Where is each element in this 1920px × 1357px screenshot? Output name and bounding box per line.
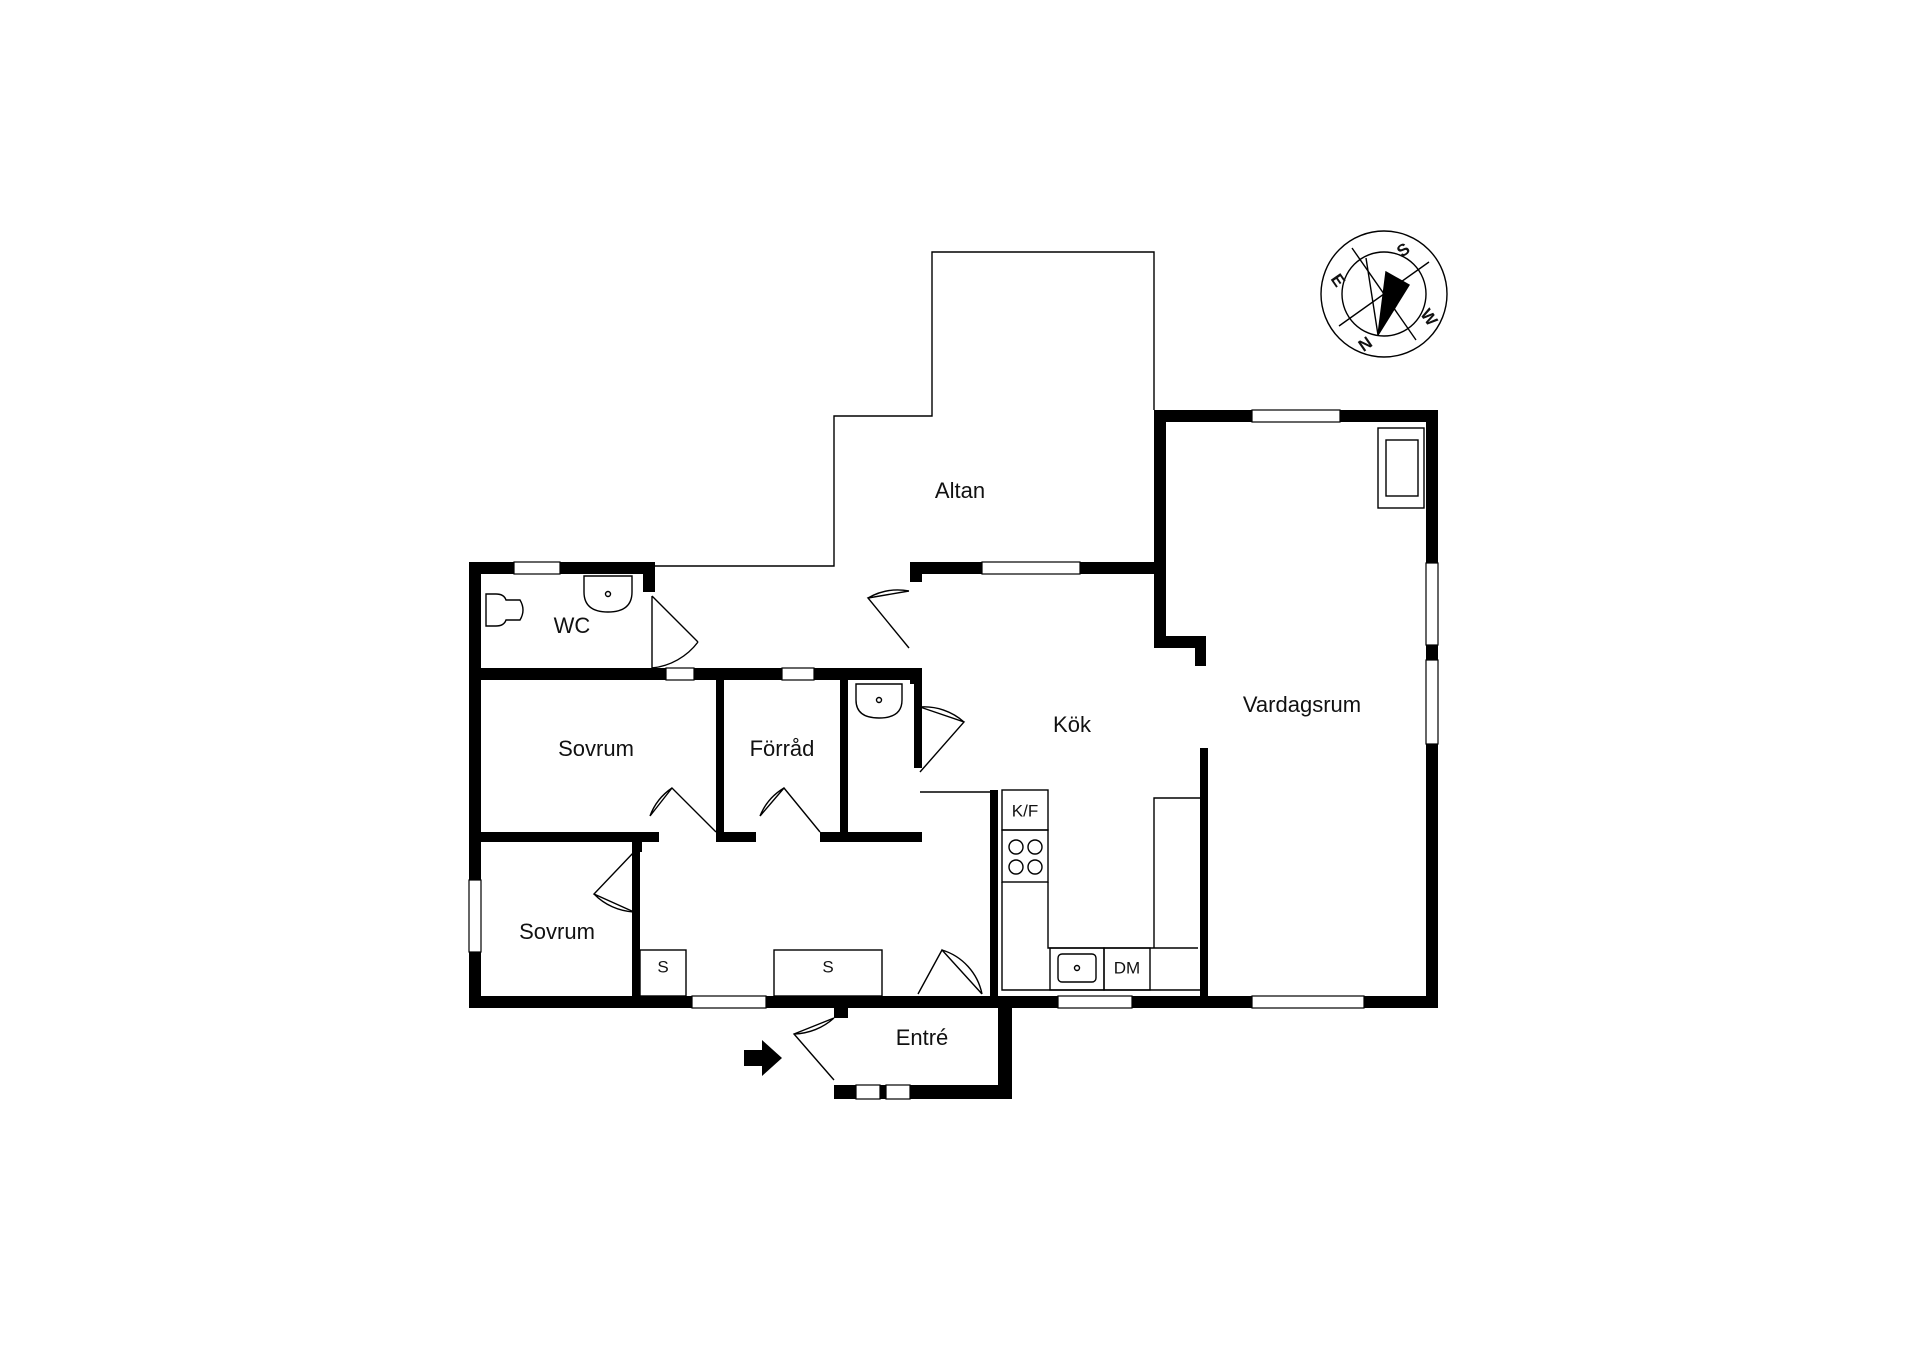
entry-arrow-icon: [744, 1040, 782, 1076]
fixture-label-storage-large: S: [822, 957, 833, 976]
room-label-sovrum-bottom: Sovrum: [519, 919, 595, 944]
room-label-vardagsrum: Vardagsrum: [1243, 692, 1361, 717]
storage-closets: [639, 949, 883, 997]
dishwasher: [1103, 947, 1151, 991]
room-label-wc: WC: [554, 613, 591, 638]
room-label-kok: Kök: [1053, 712, 1092, 737]
fixture-label-storage-small: S: [657, 957, 668, 976]
windows: [468, 409, 1439, 1100]
compass-icon: S W N E: [1320, 230, 1448, 358]
fireplace: [1377, 427, 1425, 509]
fixture-label-dm: DM: [1114, 958, 1140, 977]
compass-east-label: E: [1327, 270, 1349, 290]
room-label-sovrum-top: Sovrum: [558, 736, 634, 761]
room-label-entre: Entré: [896, 1025, 949, 1050]
stove: [1001, 829, 1049, 883]
room-label-altan: Altan: [935, 478, 985, 503]
fixture-label-kf: K/F: [1012, 801, 1038, 820]
room-label-forrad: Förråd: [750, 736, 815, 761]
compass-south-label: S: [1393, 239, 1413, 261]
door-swings: [592, 589, 990, 1081]
wc-fixtures: [485, 575, 903, 719]
kitchen-fixtures: [1001, 789, 1200, 991]
altan-outline: [654, 251, 1155, 567]
